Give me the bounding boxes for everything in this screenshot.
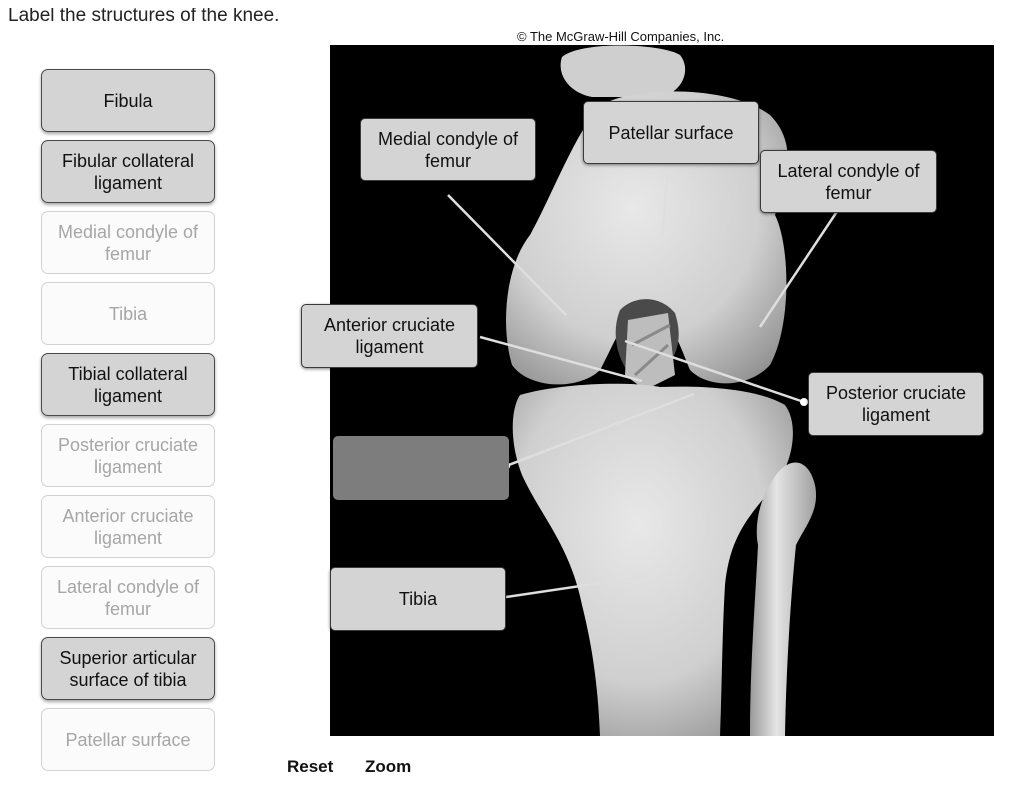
bank-label-text: Medial condyle of femur <box>57 221 199 264</box>
copyright-notice: © The McGraw-Hill Companies, Inc. <box>517 29 725 44</box>
bank-label-tile[interactable]: Tibia <box>41 282 215 345</box>
placed-label-text: Anterior cruciate ligament <box>323 315 456 357</box>
leader-lines <box>447 169 840 599</box>
placed-label-medial-condyle[interactable]: Medial condyle of femur <box>360 118 536 181</box>
bank-label-text: Fibula <box>103 90 153 111</box>
bank-label-text: Lateral condyle of femur <box>56 576 200 619</box>
patella-fragment <box>560 45 686 97</box>
bank-label-tile[interactable]: Fibula <box>41 69 215 132</box>
label-bank: Fibula Fibular collateral ligament Media… <box>41 69 215 779</box>
bank-label-text: Tibial collateral ligament <box>68 363 188 406</box>
placed-label-text: Patellar surface <box>608 122 734 143</box>
bank-label-text: Tibia <box>108 303 148 324</box>
placed-label-posterior-cruciate[interactable]: Posterior cruciate ligament <box>808 372 984 436</box>
bank-label-tile[interactable]: Medial condyle of femur <box>41 211 215 274</box>
placed-label-text: Medial condyle of femur <box>377 128 519 171</box>
placed-label-patellar-surface[interactable]: Patellar surface <box>583 101 759 164</box>
bank-label-tile[interactable]: Superior articular surface of tibia <box>41 637 215 700</box>
bank-label-text: Patellar surface <box>65 729 191 750</box>
placed-label-text: Tibia <box>398 589 438 609</box>
placed-label-tibia[interactable]: Tibia <box>330 567 506 631</box>
tibia-shape <box>512 383 793 736</box>
femur-shape <box>506 91 788 385</box>
bank-label-text: Fibular collateral ligament <box>61 150 195 193</box>
empty-drop-target[interactable] <box>333 436 509 500</box>
placed-label-lateral-condyle[interactable]: Lateral condyle of femur <box>760 150 937 213</box>
reset-button[interactable]: Reset <box>287 757 334 776</box>
bank-label-tile[interactable]: Anterior cruciate ligament <box>41 495 215 558</box>
placed-label-text: Posterior cruciate ligament <box>825 383 967 425</box>
placed-label-text: Lateral condyle of femur <box>777 160 920 203</box>
bank-label-tile[interactable]: Tibial collateral ligament <box>41 353 215 416</box>
bank-label-text: Superior articular surface of tibia <box>59 647 197 690</box>
bank-label-tile[interactable]: Patellar surface <box>41 708 215 771</box>
knee-bone-illustration <box>447 45 840 736</box>
zoom-button[interactable]: Zoom <box>365 757 412 776</box>
bank-label-text: Posterior cruciate ligament <box>57 434 199 477</box>
fibula-shape <box>750 462 817 736</box>
placed-label-anterior-cruciate[interactable]: Anterior cruciate ligament <box>301 304 478 368</box>
instruction-text: Label the structures of the knee. <box>8 5 280 26</box>
bank-label-tile[interactable]: Posterior cruciate ligament <box>41 424 215 487</box>
bank-label-text: Anterior cruciate ligament <box>62 505 194 548</box>
bank-label-tile[interactable]: Fibular collateral ligament <box>41 140 215 203</box>
bank-label-tile[interactable]: Lateral condyle of femur <box>41 566 215 629</box>
target-anchor-dot <box>800 398 808 406</box>
